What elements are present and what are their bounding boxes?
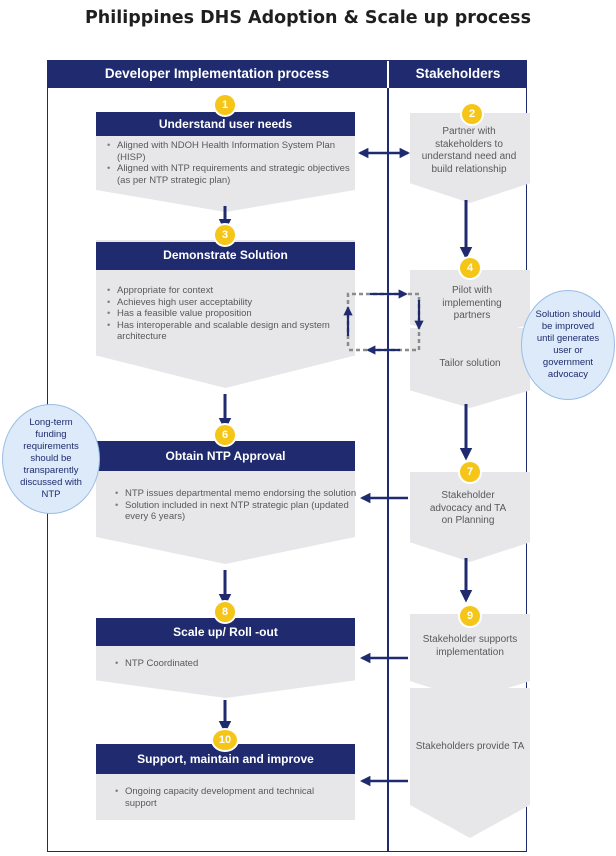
list-item: Achieves high user acceptability xyxy=(107,297,347,309)
list-item: Has a feasible value proposition xyxy=(107,308,347,320)
step-number-badge: 10 xyxy=(213,730,237,750)
stakeholder-step-9-box xyxy=(410,614,530,700)
step-3-bullets: Appropriate for context Achieves high us… xyxy=(104,285,347,343)
step-10-bullets: Ongoing capacity development and technic… xyxy=(112,786,347,809)
list-item: Aligned with NDOH Health Information Sys… xyxy=(107,140,365,163)
stakeholder-step-7-text: Stakeholder advocacy and TA on Planning xyxy=(429,490,507,526)
stakeholder-step-9-text: Stakeholder supports implementation xyxy=(422,634,518,658)
step-number-badge: 9 xyxy=(460,606,480,626)
stakeholder-ta-text: Stakeholders provide TA xyxy=(415,741,525,752)
stakeholder-tailor-box xyxy=(410,328,530,408)
step-1-title: Understand user needs xyxy=(96,112,355,136)
list-item: Has interoperable and scalable design an… xyxy=(107,320,347,343)
step-number-badge: 3 xyxy=(215,225,235,245)
stakeholder-step-2-box xyxy=(410,113,530,203)
list-item: Solution included in next NTP strategic … xyxy=(115,500,363,523)
step-6-bullets: NTP issues departmental memo endorsing t… xyxy=(112,488,363,523)
step-3-title: Demonstrate Solution xyxy=(96,242,355,270)
step-number-badge: 7 xyxy=(460,462,480,482)
step-number-badge: 1 xyxy=(215,95,235,115)
step-number-badge: 8 xyxy=(215,602,235,622)
note-improve-text: Solution should be improved until genera… xyxy=(535,309,601,380)
step-10-title: Support, maintain and improve xyxy=(96,744,355,774)
stakeholder-step-7-box xyxy=(410,472,530,562)
lane-header-developer: Developer Implementation process xyxy=(47,60,387,88)
step-number-badge: 4 xyxy=(460,258,480,278)
stakeholder-step-4-text: Pilot with implementing partners xyxy=(442,285,502,321)
lane-divider xyxy=(387,88,389,852)
list-item: Appropriate for context xyxy=(107,285,347,297)
note-funding: Long-term funding requirements should be… xyxy=(2,404,100,514)
stakeholder-tailor-text: Tailor solution xyxy=(439,358,501,369)
step-8-title: Scale up/ Roll -out xyxy=(96,618,355,646)
list-item: NTP issues departmental memo endorsing t… xyxy=(115,488,363,500)
note-improve: Solution should be improved until genera… xyxy=(521,290,615,400)
step-number-badge: 6 xyxy=(215,425,235,445)
list-item: Ongoing capacity development and technic… xyxy=(115,786,347,809)
note-funding-text: Long-term funding requirements should be… xyxy=(20,417,82,500)
page-title: Philippines DHS Adoption & Scale up proc… xyxy=(84,8,532,28)
stakeholder-step-2-text: Partner with stakeholders to understand … xyxy=(421,126,517,175)
step-number-badge: 2 xyxy=(462,104,482,124)
list-item: NTP Coordinated xyxy=(115,658,363,670)
lane-header-stakeholders: Stakeholders xyxy=(389,60,527,88)
list-item: Aligned with NTP requirements and strate… xyxy=(107,163,365,186)
stakeholder-ta-box xyxy=(410,688,530,838)
iteration-loop xyxy=(346,292,421,352)
step-6-title: Obtain NTP Approval xyxy=(96,441,355,471)
step-8-bullets: NTP Coordinated xyxy=(112,658,363,670)
step-1-bullets: Aligned with NDOH Health Information Sys… xyxy=(104,140,365,186)
